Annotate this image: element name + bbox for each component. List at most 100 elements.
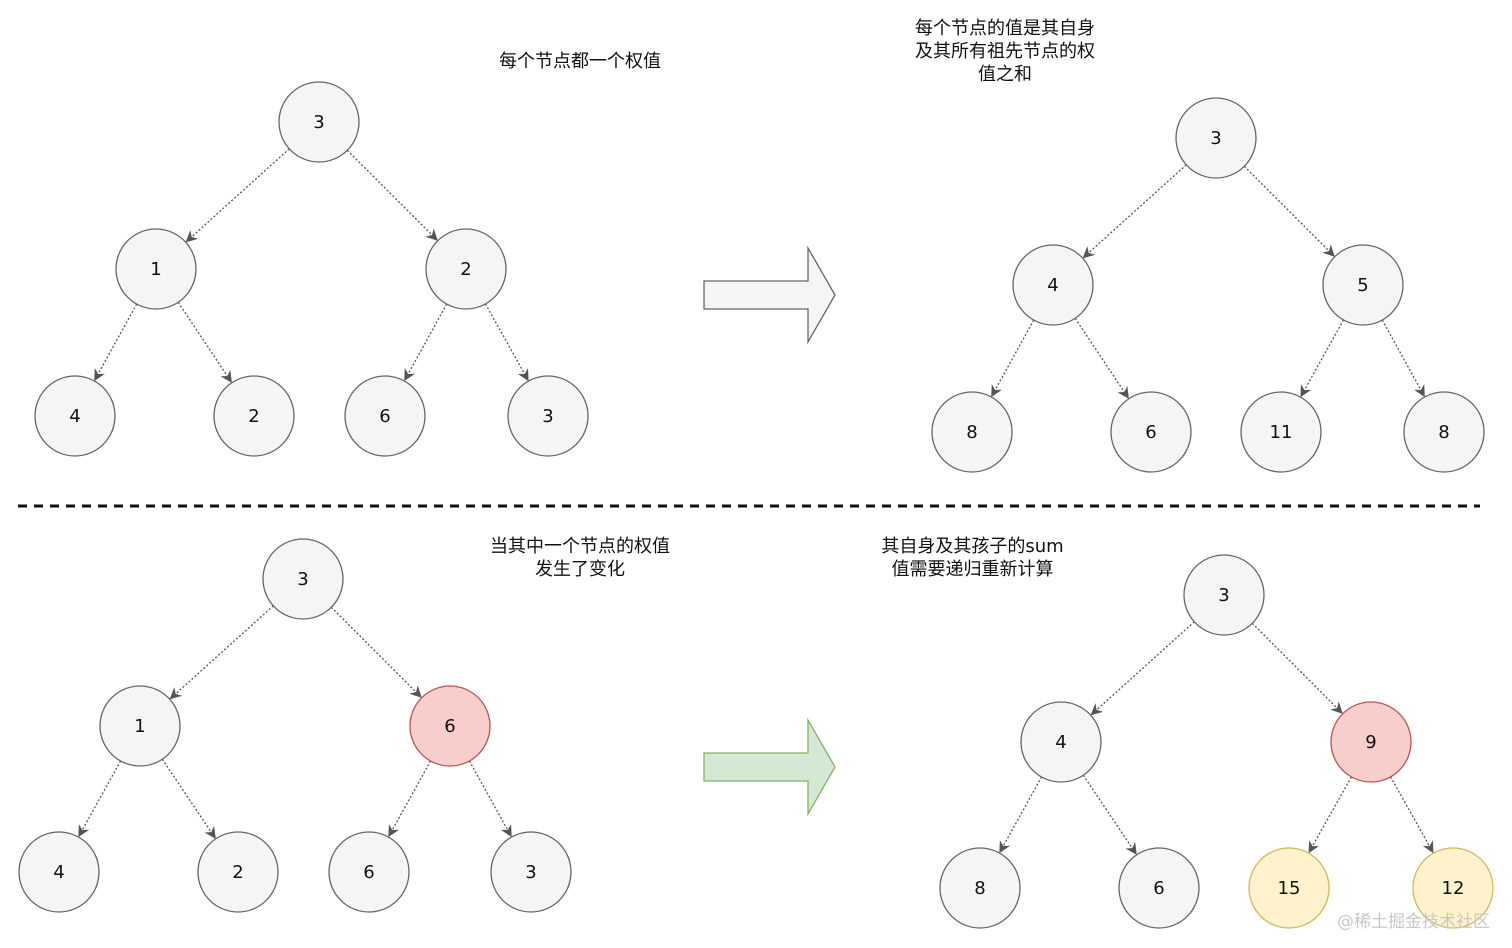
- node-value: 3: [313, 112, 324, 133]
- tree-node: 1: [99, 685, 181, 767]
- tree-node: 12: [1412, 847, 1494, 929]
- tree-node: 6: [328, 831, 410, 913]
- node-value: 6: [379, 406, 390, 427]
- node-value: 12: [1442, 878, 1465, 899]
- tree-node: 3: [490, 831, 572, 913]
- tree-node: 8: [931, 391, 1013, 473]
- watermark: @稀土掘金技术社区: [1337, 912, 1490, 932]
- tree-edge: [991, 319, 1035, 398]
- node-circle: [1248, 847, 1330, 929]
- tree-edge: [1381, 319, 1425, 398]
- tree-node: 11: [1240, 391, 1322, 473]
- caption-bottom-right: 其自身及其孩子的sum 值需要递归重新计算: [881, 536, 1064, 580]
- node-circle: [1183, 554, 1265, 636]
- tree-node: 4: [1020, 701, 1102, 783]
- node-value: 1: [134, 716, 145, 737]
- node-circle: [931, 391, 1013, 473]
- tree-bottom-right: 3 4 9 8 6 15 12: [939, 554, 1494, 929]
- tree-bottom-left: 3 1 6 4 2 6 3: [18, 538, 572, 913]
- tree-edge: [484, 303, 529, 382]
- node-circle: [1322, 244, 1404, 326]
- node-circle: [278, 81, 360, 163]
- node-value: 2: [232, 862, 243, 883]
- tree-edge: [185, 148, 290, 243]
- node-value: 9: [1365, 732, 1376, 753]
- node-circle: [1330, 701, 1412, 783]
- node-circle: [425, 228, 507, 310]
- tree-edge: [78, 760, 122, 838]
- top-block-arrow: [703, 245, 836, 345]
- tree-node: 1: [115, 228, 197, 310]
- caption-bottom-left: 当其中一个节点的权值 发生了变化: [490, 536, 670, 580]
- node-circle: [490, 831, 572, 913]
- node-value: 8: [1438, 422, 1449, 443]
- node-value: 3: [542, 406, 553, 427]
- bottom-block-arrow: [703, 717, 836, 817]
- node-value: 11: [1270, 422, 1293, 443]
- tree-edge: [346, 149, 438, 241]
- node-circle: [1175, 97, 1257, 179]
- tree-node: 6: [409, 685, 491, 767]
- tree-edge: [1090, 621, 1195, 716]
- node-value: 6: [363, 862, 374, 883]
- tree-node: 3: [278, 81, 360, 163]
- node-value: 8: [966, 422, 977, 443]
- tree-edge: [1251, 622, 1343, 714]
- tree-node: 2: [213, 375, 295, 457]
- node-value: 3: [1218, 585, 1229, 606]
- caption-top-right: 每个节点的值是其自身 及其所有祖先节点的权 值之和: [915, 18, 1095, 85]
- tree-node: 8: [939, 847, 1021, 929]
- node-value: 3: [297, 569, 308, 590]
- tree-edge: [94, 303, 138, 382]
- node-circle: [328, 831, 410, 913]
- tree-node: 2: [425, 228, 507, 310]
- tree-node: 6: [1118, 847, 1200, 929]
- node-circle: [197, 831, 279, 913]
- tree-edge: [1308, 776, 1352, 854]
- tree-edge: [161, 758, 216, 839]
- tree-node: 4: [1012, 244, 1094, 326]
- node-circle: [1240, 391, 1322, 473]
- node-circle: [1012, 244, 1094, 326]
- node-value: 2: [460, 259, 471, 280]
- node-circle: [1118, 847, 1200, 929]
- tree-node: 8: [1403, 391, 1485, 473]
- node-circle: [1110, 391, 1192, 473]
- tree-node: 4: [34, 375, 116, 457]
- tree-edge: [169, 605, 274, 700]
- node-circle: [939, 847, 1021, 929]
- tree-edge: [388, 760, 432, 838]
- node-value: 4: [69, 406, 80, 427]
- tree-top-left: 3 1 2 4 2 6 3: [34, 81, 589, 457]
- tree-node: 2: [197, 831, 279, 913]
- tree-node: 3: [1183, 554, 1265, 636]
- tree-node: 9: [1330, 701, 1412, 783]
- node-circle: [115, 228, 197, 310]
- tree-node: 5: [1322, 244, 1404, 326]
- caption-top-left: 每个节点都一个权值: [499, 51, 661, 72]
- tree-edge: [404, 303, 448, 382]
- tree-node: 3: [507, 375, 589, 457]
- node-value: 5: [1357, 275, 1368, 296]
- tree-edge: [330, 606, 422, 698]
- tree-edge: [468, 760, 512, 838]
- node-value: 8: [974, 878, 985, 899]
- node-value: 2: [248, 406, 259, 427]
- node-value: 4: [1055, 732, 1066, 753]
- tree-edge: [1243, 165, 1335, 257]
- node-value: 6: [444, 716, 455, 737]
- node-circle: [507, 375, 589, 457]
- node-circle: [344, 375, 426, 457]
- tree-edge: [999, 776, 1043, 854]
- node-circle: [262, 538, 344, 620]
- node-circle: [18, 831, 100, 913]
- node-value: 15: [1278, 878, 1301, 899]
- tree-node: 3: [262, 538, 344, 620]
- node-circle: [34, 375, 116, 457]
- node-value: 4: [53, 862, 64, 883]
- node-circle: [1403, 391, 1485, 473]
- tree-edge: [1300, 319, 1345, 398]
- tree-node: 15: [1248, 847, 1330, 929]
- tree-edge: [1082, 774, 1137, 855]
